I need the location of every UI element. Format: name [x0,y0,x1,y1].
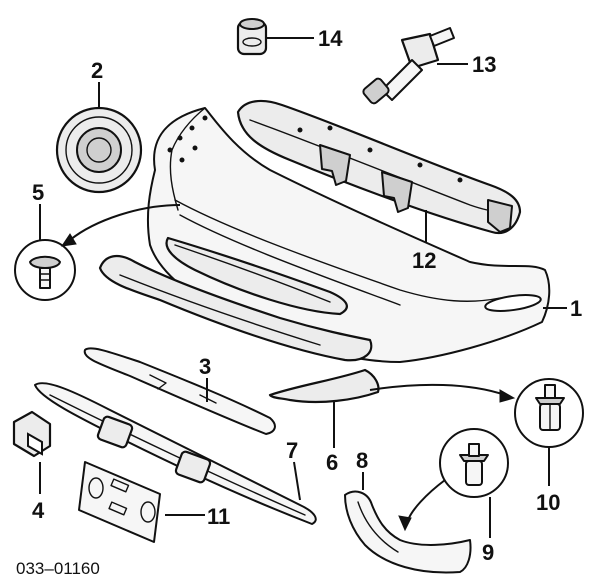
push-clip-5 [14,239,76,301]
bush-14 [236,18,268,56]
callout-5: 5 [32,180,44,205]
callout-12: 12 [412,248,436,273]
callout-13: 13 [472,52,496,77]
callout-8: 8 [356,448,368,473]
figure-code: 033–01160 [16,559,100,578]
bumper-reinforcement [236,99,522,235]
lower-spoiler [268,368,380,404]
callout-2: 2 [91,58,103,83]
jaguar-emblem [55,106,143,194]
callout-11: 11 [207,504,230,529]
plate-bracket [78,461,161,543]
side-extension [344,490,472,574]
callout-6: 6 [326,450,338,475]
callout-9: 9 [482,540,494,565]
grille-strip [83,347,276,435]
callout-3: 3 [199,354,211,379]
callout-10: 10 [536,490,560,515]
callout-14: 14 [318,26,343,51]
clip-10 [514,378,584,448]
callout-7: 7 [286,438,298,463]
retainer-4 [12,410,52,458]
bumper-cover [98,107,551,363]
mount-bracket-13 [362,27,455,105]
callout-4: 4 [32,498,45,523]
impact-absorber [34,382,317,525]
clip-9 [439,428,509,498]
callout-1: 1 [570,296,582,321]
